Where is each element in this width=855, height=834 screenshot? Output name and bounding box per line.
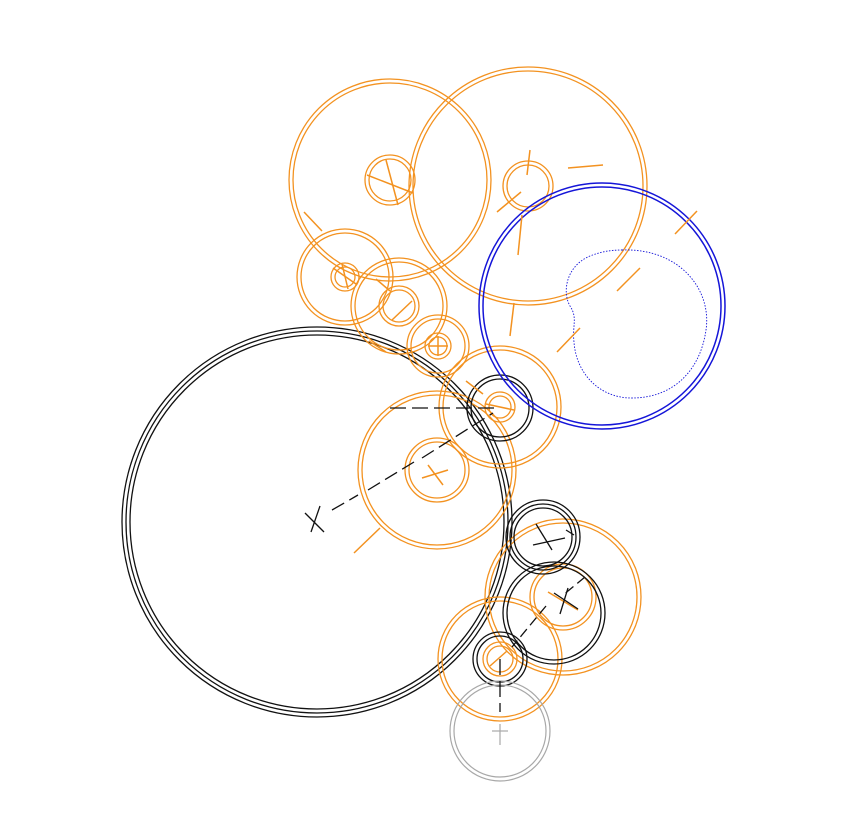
black-gear-right-mid [502,561,606,665]
black-axis-lines [304,407,586,712]
large-black-gear [121,326,513,718]
large-gear-middle-ring [125,330,509,714]
orange-marker-lines [303,149,698,667]
orange-gears-upper [288,66,648,378]
blue-gear-inner-ring [482,186,722,426]
blue-gear [478,182,726,430]
orange-gear-mid-large [357,390,517,550]
large-gear-inner-ring [129,334,505,710]
orange-gear-mid-small [350,257,448,355]
orange-gear-left-small [296,228,394,326]
blue-gear-outer-ring [478,182,726,430]
black-gear-right-upper [505,499,581,575]
blue-cam-outline [565,249,708,399]
orange-gear-top-left [288,78,492,282]
large-gear-outer-ring [121,326,513,718]
